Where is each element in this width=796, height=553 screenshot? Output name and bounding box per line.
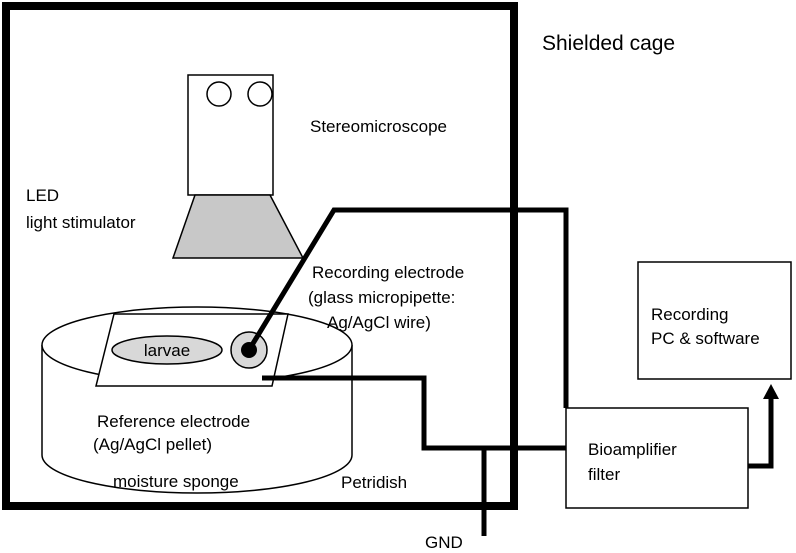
output-arrow-head [763, 384, 779, 399]
led-label-line1: LED [26, 186, 59, 205]
recording-electrode-label-line1: Recording electrode [312, 263, 464, 282]
led-label-line2: light stimulator [26, 213, 136, 232]
recording-pc-label-line1: Recording [651, 305, 729, 324]
output-signal-wire [748, 398, 774, 469]
shielded-cage-label: Shielded cage [542, 32, 675, 55]
larvae-shape [111, 335, 223, 365]
bioamplifier-label-line2: filter [588, 465, 620, 484]
eyepiece-left [206, 81, 232, 107]
recording-electrode-wire [246, 207, 569, 408]
reference-electrode-label-line1: Reference electrode [97, 412, 250, 431]
eyepiece-right [247, 81, 273, 107]
shielded-cage-frame [2, 2, 518, 510]
moisture-sponge-label: moisture sponge [113, 472, 239, 491]
petridish-label: Petridish [341, 473, 407, 492]
reference-electrode-wire [262, 375, 566, 451]
bioamplifier-label-line1: Bioamplifier [588, 440, 677, 459]
recording-electrode-label-line3: Ag/AgCl wire) [327, 313, 431, 332]
gnd-label: GND [425, 533, 463, 552]
stereomicroscope-label: Stereomicroscope [310, 117, 447, 136]
larvae-label: larvae [144, 341, 190, 360]
recording-pc-label-line2: PC & software [651, 329, 760, 348]
petridish [41, 306, 353, 494]
recording-electrode-label-line2: (glass micropipette: [308, 288, 455, 307]
reference-electrode-label-line2: (Ag/AgCl pellet) [93, 435, 212, 454]
microscope-objective-lens [171, 194, 305, 259]
stereomicroscope [171, 74, 305, 259]
bioamplifier-box [565, 407, 749, 509]
recording-pc-box [637, 261, 792, 380]
